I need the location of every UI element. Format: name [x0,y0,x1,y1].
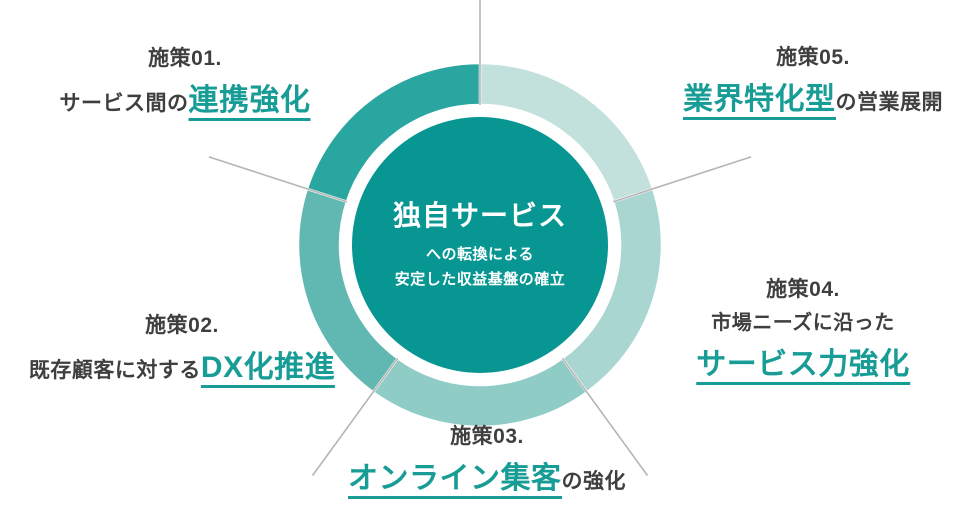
measure-01-text: サービス間の連携強化 [59,82,311,122]
divider-line-upper-right [612,156,752,203]
measure-05-suffix: の営業展開 [835,91,943,115]
measure-02-highlight: DX化推進 [200,351,336,389]
center-subtitle-line2: 安定した収益基盤の確立 [394,271,566,289]
measure-02-label: 施策02. 既存顧客に対するDX化推進 [28,313,336,389]
measure-03-suffix: の強化 [561,470,626,494]
measure-04-prefix-line: 市場ニーズに沿った [711,312,895,335]
measure-05-highlight: 業界特化型 [683,83,836,121]
measure-02-prefix: 既存顧客に対する [28,359,201,383]
divider-line-upper-left [208,156,348,203]
center-subtitle-line1: への転換による [425,245,535,263]
measure-02-text: 既存顧客に対するDX化推進 [28,349,336,389]
measure-05-tag: 施策05. [776,46,850,69]
measure-01-tag: 施策01. [148,47,222,70]
measure-04-highlight: サービス力強化 [696,348,910,386]
measure-01-highlight: 連携強化 [188,84,311,122]
measure-03-tag: 施策03. [450,425,524,448]
center-title: 独自サービス [392,200,568,231]
measure-04-text: サービス力強化 [696,346,910,386]
center-text-block: 独自サービス への転換による 安定した収益基盤の確立 [393,199,567,293]
center-circle [352,117,608,373]
divider-line-lower-left [311,357,399,477]
measure-04-tag: 施策04. [766,278,840,301]
measure-03-highlight: オンライン集客 [348,462,562,500]
measure-03-label: 施策03. オンライン集客の強化 [348,424,626,500]
measure-05-text: 業界特化型の営業展開 [683,81,943,121]
measure-02-tag: 施策02. [145,314,219,337]
measure-01-prefix: サービス間の [59,92,189,116]
divider-line-lower-right [561,357,649,477]
measure-04-label: 施策04. 市場ニーズに沿った サービス力強化 [696,277,910,386]
measure-03-text: オンライン集客の強化 [348,460,626,500]
measure-01-label: 施策01. サービス間の連携強化 [59,46,311,122]
measure-05-label: 施策05. 業界特化型の営業展開 [683,45,943,121]
center-subtitle: への転換による 安定した収益基盤の確立 [393,242,567,293]
